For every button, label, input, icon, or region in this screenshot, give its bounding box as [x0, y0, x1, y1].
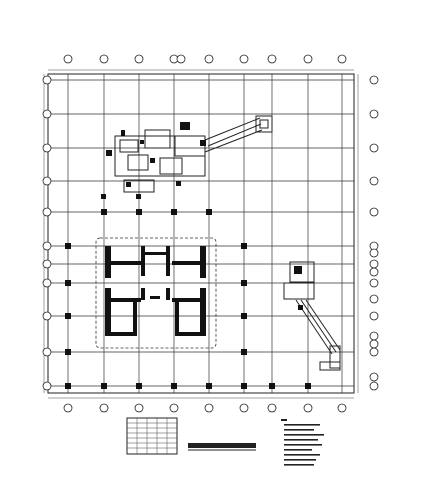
left-grid-bubbles [42, 75, 52, 391]
notes-block [281, 419, 324, 466]
upper-detail-cluster [106, 115, 273, 193]
bottom-grid-bubbles [63, 403, 347, 413]
drawing-frame [47, 73, 355, 394]
vertical-grid-lines [67, 74, 343, 393]
top-grid-bubbles [63, 54, 347, 64]
right-detail-cluster [283, 261, 341, 371]
right-grid-bubbles [369, 75, 379, 391]
core-walls [105, 246, 206, 336]
schedule-table [126, 417, 178, 455]
core-boundary [95, 237, 217, 349]
drawing-title-block [188, 443, 256, 451]
columns [65, 181, 311, 389]
